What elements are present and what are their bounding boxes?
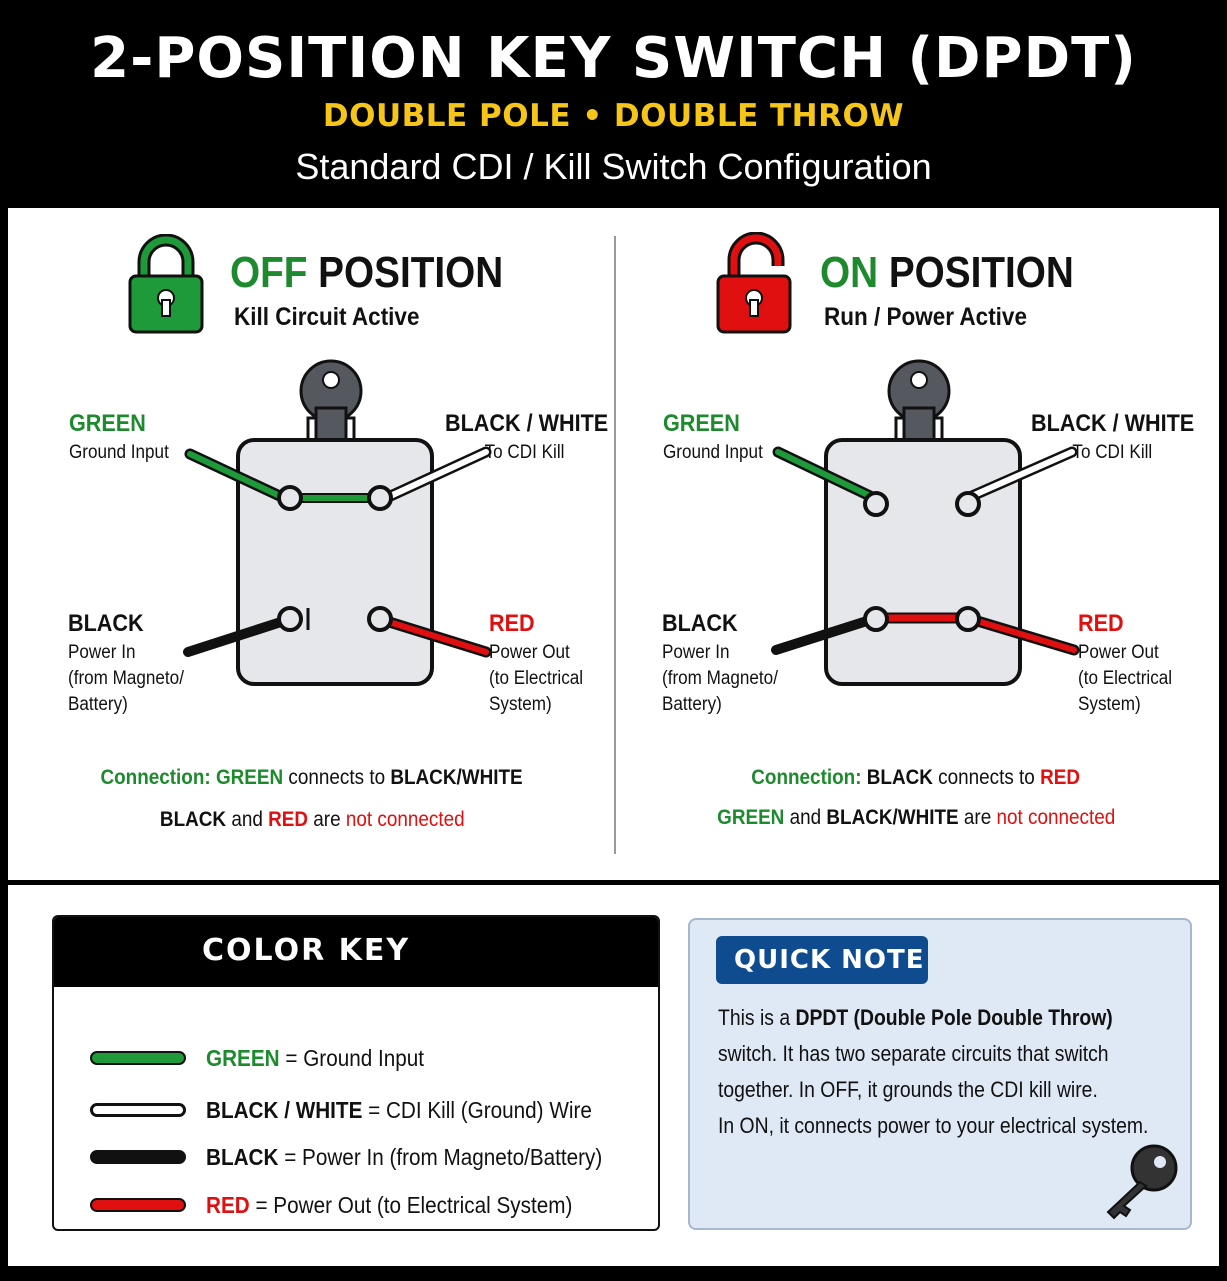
red-wire-swatch	[90, 1198, 186, 1212]
off-subtitle: Kill Circuit Active	[234, 303, 420, 331]
color-key-row: RED = Power Out (to Electrical System)	[90, 1188, 650, 1222]
page-title: 2-POSITION KEY SWITCH (DPDT)	[90, 26, 1137, 91]
on-connection-line1: Connection: BLACK connects to RED	[751, 766, 1081, 789]
off-connection-line2: BLACK and RED are not connected	[159, 808, 465, 831]
off-title-rest: POSITION	[307, 248, 504, 297]
on-title-rest: POSITION	[878, 248, 1074, 297]
config-caption: Standard CDI / Kill Switch Configuration	[295, 146, 932, 187]
black-wire-swatch	[90, 1150, 186, 1164]
key-icon	[1106, 1144, 1178, 1220]
page-subtitle: DOUBLE POLE • DOUBLE THROW	[322, 98, 905, 134]
on-subtitle: Run / Power Active	[824, 303, 1027, 331]
off-keyword: OFF	[230, 248, 308, 297]
black-white-wire-swatch	[90, 1103, 186, 1117]
lock-open-icon	[716, 232, 792, 334]
quick-note-box: QUICK NOTE This is a DPDT (Double Pole D…	[688, 918, 1192, 1230]
legend-panel: COLOR KEY GREEN = Ground Input BLACK / W…	[8, 885, 1219, 1266]
off-switch-diagram	[183, 359, 492, 686]
on-position-title: ON POSITION	[820, 248, 1074, 298]
panel-divider	[614, 236, 616, 854]
quick-note-text: This is a DPDT (Double Pole Double Throw…	[718, 1005, 1149, 1138]
on-switch-diagram	[771, 359, 1080, 686]
color-key-header: COLOR KEY	[54, 917, 658, 987]
off-position-title: OFF POSITION	[230, 248, 503, 298]
quick-note-badge: QUICK NOTE	[716, 936, 928, 984]
quick-note-title: QUICK NOTE	[734, 945, 925, 975]
color-key-box: COLOR KEY GREEN = Ground Input BLACK / W…	[52, 915, 660, 1231]
color-key-row: GREEN = Ground Input	[90, 1041, 650, 1075]
color-key-row: BLACK / WHITE = CDI Kill (Ground) Wire	[90, 1093, 650, 1127]
off-connection-line1: Connection: GREEN connects to BLACK/WHIT…	[100, 766, 524, 789]
header: 2-POSITION KEY SWITCH (DPDT) DOUBLE POLE…	[0, 0, 1227, 205]
color-key-title: COLOR KEY	[202, 933, 411, 968]
on-connection-line2: GREEN and BLACK/WHITE are not connected	[716, 806, 1116, 829]
lock-closed-icon	[128, 234, 204, 334]
green-wire-swatch	[90, 1051, 186, 1065]
on-keyword: ON	[820, 248, 879, 297]
color-key-row: BLACK = Power In (from Magneto/Battery)	[90, 1140, 650, 1174]
